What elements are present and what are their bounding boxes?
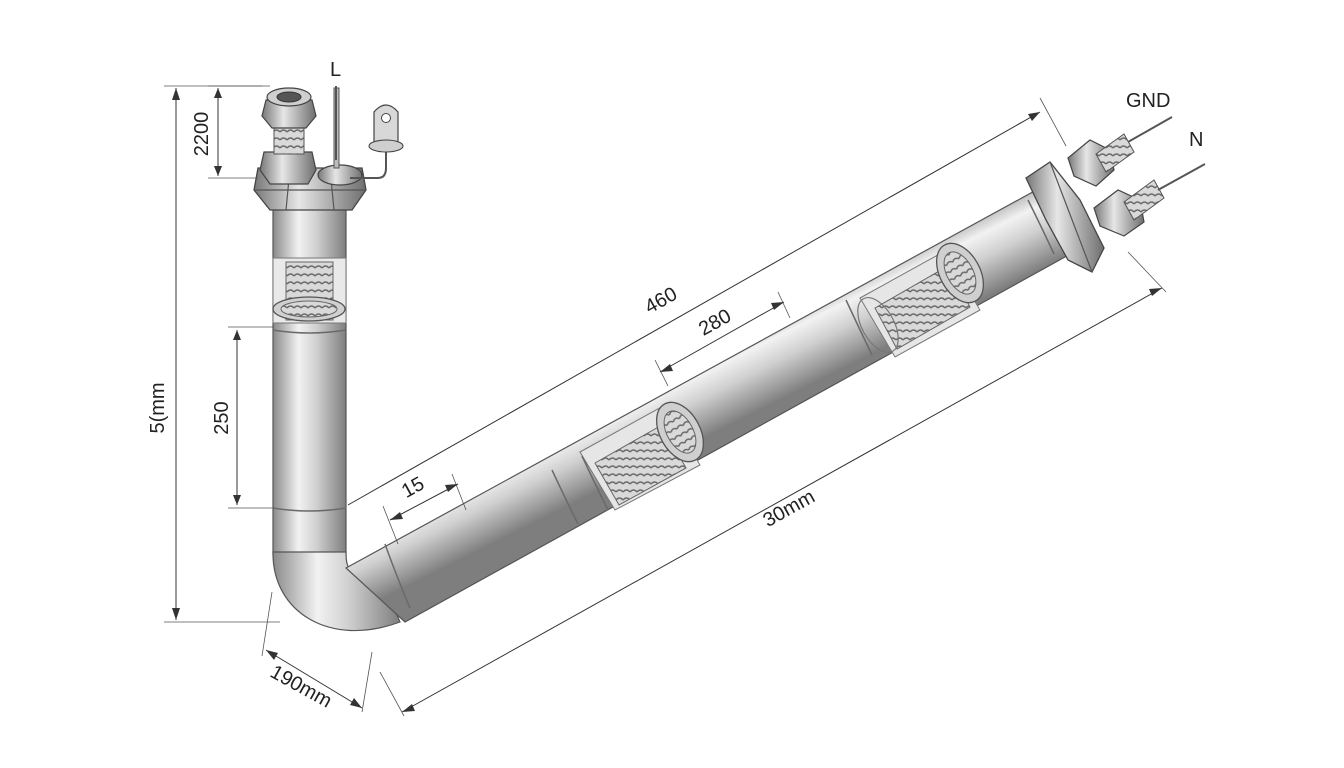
- dim-diagonal-middle: 280: [695, 305, 735, 340]
- n-terminal-stud: [1093, 163, 1206, 237]
- diagonal-tube: [344, 187, 1075, 623]
- vertical-tube: [272, 204, 347, 556]
- dim-vertical-section: 250: [211, 401, 233, 434]
- dim-bend-radius: 190mm: [266, 661, 335, 713]
- top-cap-nut: [261, 99, 317, 129]
- dim-small-segment: 15: [398, 473, 428, 503]
- label-terminal-gnd: GND: [1126, 90, 1170, 112]
- tab-terminal: [350, 104, 404, 179]
- end-fitting: GND N: [1025, 90, 1206, 273]
- label-terminal-l: L: [330, 59, 341, 81]
- terminal-l: [317, 86, 363, 186]
- dim-bottom-length: 30mm: [759, 486, 818, 532]
- top-hex-nut: [259, 151, 317, 185]
- dim-diagonal-overall: 460: [641, 283, 681, 318]
- upper-coil-window: [857, 242, 985, 358]
- gnd-terminal-stud: [1067, 116, 1173, 187]
- dimension-lines: [164, 85, 1167, 717]
- lower-coil-window: [579, 401, 705, 511]
- label-terminal-n: N: [1189, 129, 1203, 151]
- dim-top-fitting: 2200: [191, 112, 213, 157]
- top-fitting: L: [253, 59, 404, 211]
- dim-total-height: 5(mm: [147, 382, 169, 433]
- end-flange: [1025, 161, 1105, 273]
